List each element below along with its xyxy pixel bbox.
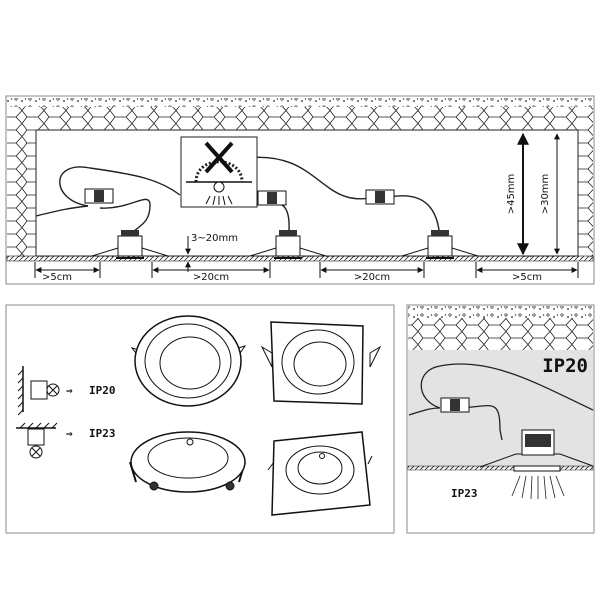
round-downlight-ip23-icon [129, 431, 246, 493]
ip-rating-legend-panel: ⇒ IP20 ⇒ IP23 [5, 304, 395, 534]
ip-detail-panel: IP20 IP23 [406, 304, 595, 534]
connector-box-icon [365, 189, 395, 205]
ceiling-board [407, 465, 594, 471]
ip23-detail-label: IP23 [451, 487, 478, 500]
concrete-layer [7, 98, 593, 107]
square-downlight-ip23-icon [267, 431, 373, 516]
arrow-icon: ⇒ [66, 427, 73, 440]
round-downlight-ip20-icon [130, 315, 247, 407]
insulation-layer [408, 318, 593, 350]
thickness-label: 3~20mm [191, 233, 238, 244]
ip20-label: IP20 [89, 384, 116, 397]
ceiling-mount-icon [16, 422, 58, 459]
concrete-layer [408, 306, 593, 318]
ip20-detail-label: IP20 [542, 355, 588, 377]
connector-box-icon [440, 397, 470, 413]
ip23-label: IP23 [89, 427, 116, 440]
recessed-light-icon [479, 429, 594, 500]
spacing-dimensions [34, 262, 579, 278]
wall-mount-icon [17, 366, 60, 416]
spacing-label: >5cm [512, 272, 542, 283]
light-rays [511, 475, 565, 500]
spacing-label: >5cm [42, 272, 72, 283]
height-label-45: >45mm [506, 174, 517, 215]
top-installation-panel: >45mm >30mm 3~20mm >5cm >20cm >20cm >5cm [5, 95, 595, 285]
no-insulation-cover-warning-icon [180, 136, 258, 208]
height-label-30: >30mm [540, 174, 551, 215]
arrow-icon: ⇒ [66, 384, 73, 397]
connector-box-icon [257, 190, 287, 206]
spacing-label: >20cm [354, 272, 390, 283]
ceiling-cavity [35, 129, 579, 257]
square-downlight-ip20-icon [260, 321, 382, 405]
connector-box-icon [84, 188, 114, 204]
spacing-label: >20cm [193, 272, 229, 283]
